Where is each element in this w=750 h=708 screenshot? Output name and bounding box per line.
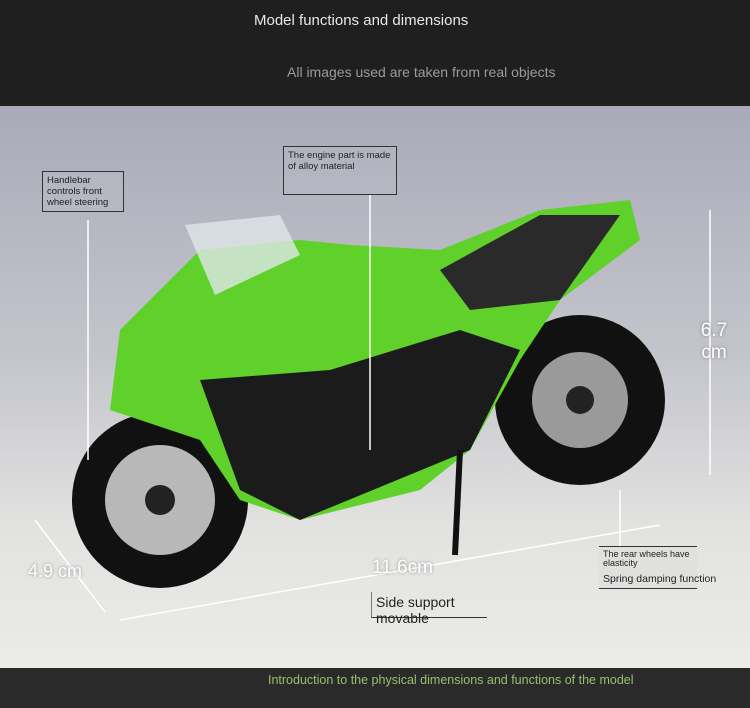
footer-band [0, 668, 750, 708]
footer-caption: Introduction to the physical dimensions … [268, 673, 634, 687]
length-dimension: 11.6cm [372, 557, 433, 578]
header-subtitle: All images used are taken from real obje… [287, 64, 556, 80]
callout-engine: The engine part is made of alloy materia… [283, 146, 397, 195]
height-dimension: 6.7 cm [700, 320, 728, 363]
rear-wheel [495, 315, 665, 485]
callout-side-support: Side support movable [371, 592, 487, 626]
spring-text: Spring damping function [603, 573, 717, 585]
header-band: Model functions and dimensions All image… [0, 0, 750, 106]
header-title: Model functions and dimensions [254, 12, 469, 29]
callout-handlebar: Handlebar controls front wheel steering [42, 171, 124, 212]
rear-wheel-text: The rear wheels have elasticity [603, 549, 690, 568]
width-dimension: 4.9 cm [28, 561, 83, 581]
front-wheel [72, 412, 248, 588]
callout-rear-wheel: The rear wheels have elasticity Spring d… [599, 546, 717, 589]
